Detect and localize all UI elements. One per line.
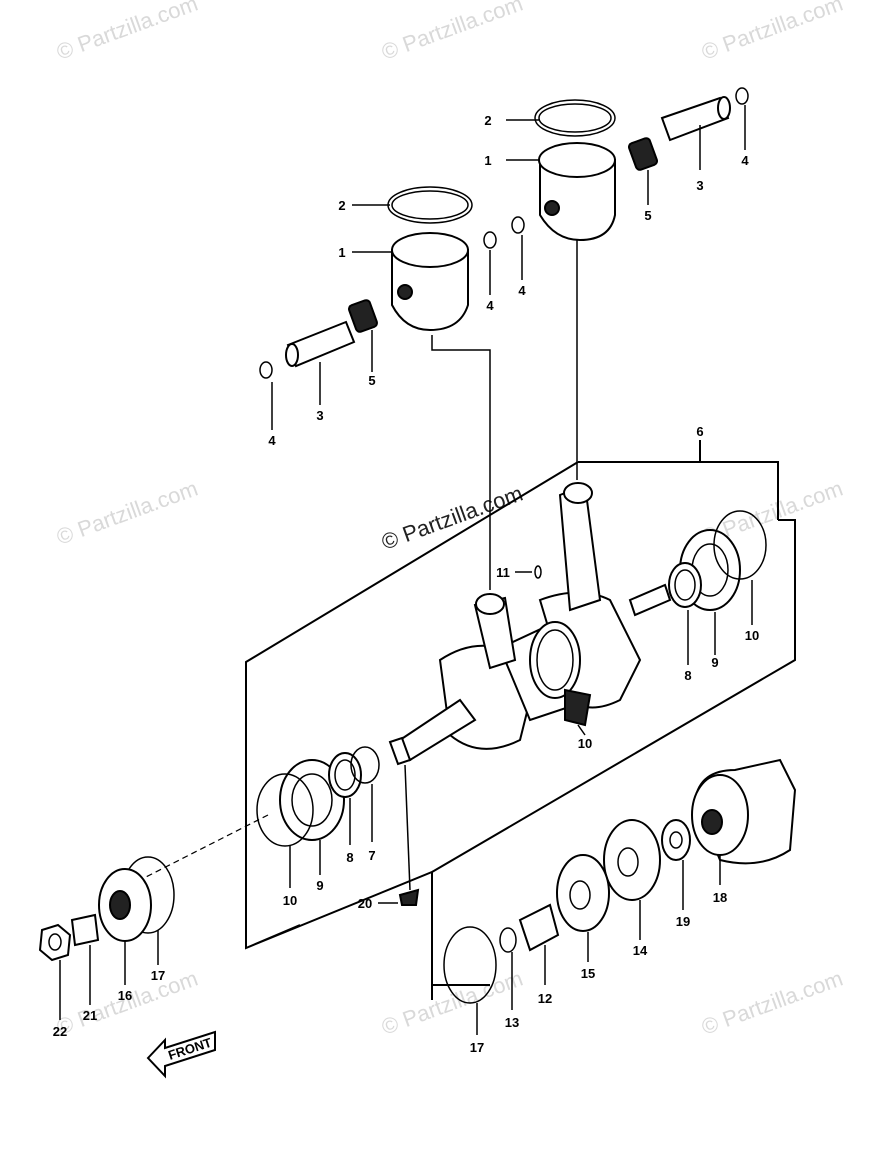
nut-22 [38, 923, 72, 962]
callout-10-right: 10 [745, 628, 759, 643]
oil-seal-right [668, 562, 702, 608]
callout-10-center: 10 [578, 736, 592, 751]
axis-centerline [139, 814, 269, 881]
callouts: 2 1 2 1 3 3 4 4 4 4 5 5 6 7 8 8 9 9 10 1… [53, 113, 759, 1055]
circlip-right-upper [735, 87, 749, 105]
callout-22: 22 [53, 1024, 67, 1039]
shim-left [350, 746, 380, 784]
callout-4-left-upper: 4 [486, 298, 494, 313]
needle-bearing-right [628, 137, 658, 171]
key-11 [534, 565, 542, 579]
watermarks: © Partzilla.com © Partzilla.com © Partzi… [53, 0, 846, 1040]
piston-ring-left [387, 186, 473, 224]
circlip-left-upper [483, 231, 497, 249]
front-arrow: FRONT [146, 1030, 216, 1079]
callout-4-right-upper: 4 [741, 153, 749, 168]
piston-right [538, 142, 616, 242]
watermark-top-center: © Partzilla.com [378, 0, 526, 65]
leader-20-up [404, 764, 411, 891]
collar-12 [518, 903, 560, 952]
watermark-top-left: © Partzilla.com [53, 0, 201, 65]
watermark-bottom-right: © Partzilla.com [698, 966, 846, 1040]
callout-8-left: 8 [346, 850, 353, 865]
pulley-17-right [443, 926, 497, 1004]
callout-15: 15 [581, 966, 595, 981]
piston-left-connector [431, 335, 491, 590]
callout-4-right-lower: 4 [518, 283, 526, 298]
callout-16: 16 [118, 988, 132, 1003]
crankshaft-group-bracket [245, 440, 779, 1000]
ring-right [713, 510, 767, 580]
watermark-mid-left: © Partzilla.com [53, 476, 201, 550]
piston-left [391, 232, 469, 332]
piston-pin-left [285, 320, 356, 368]
needle-bearing-left [348, 299, 378, 333]
spacer-15 [556, 854, 610, 932]
callout-12: 12 [538, 991, 552, 1006]
watermark-center: © Partzilla.com [378, 481, 526, 555]
callout-2-left: 2 [338, 198, 345, 213]
callout-19: 19 [676, 914, 690, 929]
crankshaft-group-bracket-right [431, 519, 796, 873]
circlip-right-lower [511, 216, 525, 234]
pulley-16 [98, 868, 152, 942]
callout-5-right: 5 [644, 208, 651, 223]
drive-hub-18 [691, 758, 797, 865]
callout-21: 21 [83, 1008, 97, 1023]
leader-10-center [577, 724, 586, 736]
callout-11: 11 [496, 565, 510, 580]
callout-6: 6 [696, 424, 703, 439]
washer-19 [661, 819, 691, 861]
callout-3-left: 3 [316, 408, 323, 423]
callout-17-right: 17 [470, 1040, 484, 1055]
callout-1-left: 1 [338, 245, 345, 260]
piston-ring-right [534, 99, 616, 137]
callout-3-right: 3 [696, 178, 703, 193]
callout-20: 20 [358, 896, 372, 911]
lock-washer-21 [70, 913, 100, 947]
woodruff-key-20 [398, 888, 420, 906]
watermark-top-right: © Partzilla.com [698, 0, 846, 65]
callout-14: 14 [633, 943, 648, 958]
crankshaft [388, 482, 672, 766]
callout-17-left: 17 [151, 968, 165, 983]
spacer-14 [603, 819, 661, 901]
callout-13: 13 [505, 1015, 519, 1030]
ring-left [256, 773, 314, 847]
callout-9-right: 9 [711, 655, 718, 670]
callout-18: 18 [713, 890, 727, 905]
o-ring-13 [499, 927, 517, 953]
callout-8-right: 8 [684, 668, 691, 683]
circlip-left-lower [259, 361, 273, 379]
callout-7: 7 [368, 848, 375, 863]
piston-pin-right [660, 96, 731, 142]
callout-4-left-lower: 4 [268, 433, 276, 448]
callout-9-left: 9 [316, 878, 323, 893]
callout-5-left: 5 [368, 373, 375, 388]
callout-1-right: 1 [484, 153, 491, 168]
callout-10-left: 10 [283, 893, 297, 908]
oil-seal-left [328, 752, 362, 798]
callout-2-right: 2 [484, 113, 491, 128]
